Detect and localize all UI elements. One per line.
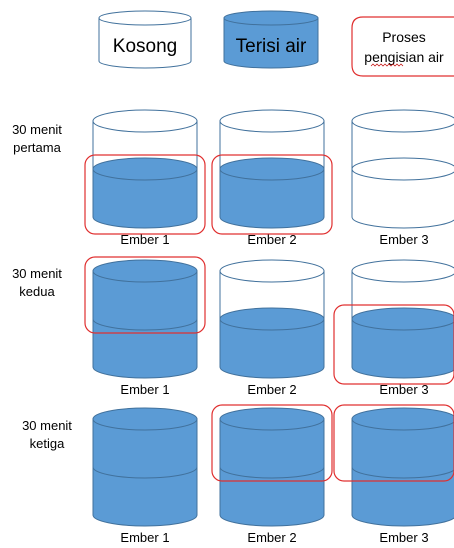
row-1-label-line2: pertama (13, 140, 61, 155)
bucket-rim (92, 109, 198, 133)
filling-highlight-box (333, 304, 454, 385)
legend: Kosong Terisi air Proses pengisian air (98, 10, 454, 77)
legend-empty-cylinder: Kosong (98, 10, 192, 69)
bucket-rim (219, 259, 325, 283)
row-2-label-line1: 30 menit (12, 266, 62, 281)
bucket-wall (351, 271, 353, 319)
row-3-label-line2: ketiga (30, 436, 65, 451)
bucket-r2-1: Ember 1 (84, 256, 206, 397)
filling-highlight-box (211, 404, 333, 482)
bucket-rim (219, 109, 325, 133)
water-body (219, 418, 325, 527)
bucket-label: Ember 2 (247, 382, 296, 397)
legend-process-label-line1: Proses (382, 29, 426, 45)
half-mark-line (92, 318, 198, 331)
bucket-rim (351, 109, 454, 133)
buckets-grid: Ember 1 Ember 2 Ember 3 Ember 1 Ember 2 Ember… (84, 109, 454, 545)
water-body (92, 418, 198, 527)
filling-highlight-box (333, 404, 454, 482)
legend-process-label-line2: pengisian air (364, 49, 444, 65)
bucket-label: Ember 1 (120, 530, 169, 545)
water-body (351, 418, 454, 527)
half-mark-line (92, 466, 198, 479)
bucket-label: Ember 2 (247, 530, 296, 545)
row-1-label-line1: 30 menit (12, 122, 62, 137)
water-surface (219, 407, 325, 431)
bucket-label: Ember 1 (120, 232, 169, 247)
bucket-body (351, 121, 454, 229)
bucket-label: Ember 2 (247, 232, 296, 247)
bucket-r3-3: Ember 3 (333, 404, 454, 545)
water-surface (219, 157, 325, 181)
bucket-r1-1: Ember 1 (84, 109, 206, 247)
water-surface (92, 157, 198, 181)
filling-highlight-box (211, 154, 333, 235)
water-surface (92, 407, 198, 431)
bucket-r3-1: Ember 1 (92, 407, 198, 545)
bucket-label: Ember 3 (379, 382, 428, 397)
legend-filled-cylinder: Terisi air (223, 10, 319, 69)
row-labels: 30 menit pertama 30 menit kedua 30 menit… (12, 122, 72, 451)
bucket-r2-2: Ember 2 (219, 259, 325, 397)
bucket-r1-2: Ember 2 (211, 109, 333, 247)
half-mark-line (219, 466, 325, 479)
water-body (219, 318, 325, 379)
bucket-label: Ember 1 (120, 382, 169, 397)
water-surface (351, 407, 454, 431)
water-body (92, 168, 198, 229)
water-surface (219, 307, 325, 331)
water-body (219, 168, 325, 229)
bucket-wall (92, 121, 198, 169)
bucket-r1-3: Ember 3 (351, 109, 454, 247)
bucket-r2-3: Ember 3 (333, 259, 454, 397)
bucket-label: Ember 3 (379, 232, 428, 247)
bucket-wall (219, 121, 325, 169)
spellcheck-underline (370, 63, 404, 67)
filling-highlight-box (84, 154, 206, 235)
half-mark-line (351, 466, 454, 479)
water-surface (92, 259, 198, 283)
bucket-r3-2: Ember 2 (211, 404, 333, 545)
legend-empty-label: Kosong (113, 36, 177, 57)
legend-filled-label: Terisi air (236, 36, 307, 57)
bucket-wall (219, 271, 325, 319)
bucket-rim (351, 259, 454, 283)
legend-process-box: Proses pengisian air (351, 16, 454, 77)
row-3-label-line1: 30 menit (22, 418, 72, 433)
water-surface (351, 307, 454, 331)
row-2-label-line2: kedua (19, 284, 55, 299)
water-body (92, 270, 198, 379)
bucket-label: Ember 3 (379, 530, 428, 545)
half-mark-line (351, 157, 454, 181)
filling-highlight-box (84, 256, 206, 334)
